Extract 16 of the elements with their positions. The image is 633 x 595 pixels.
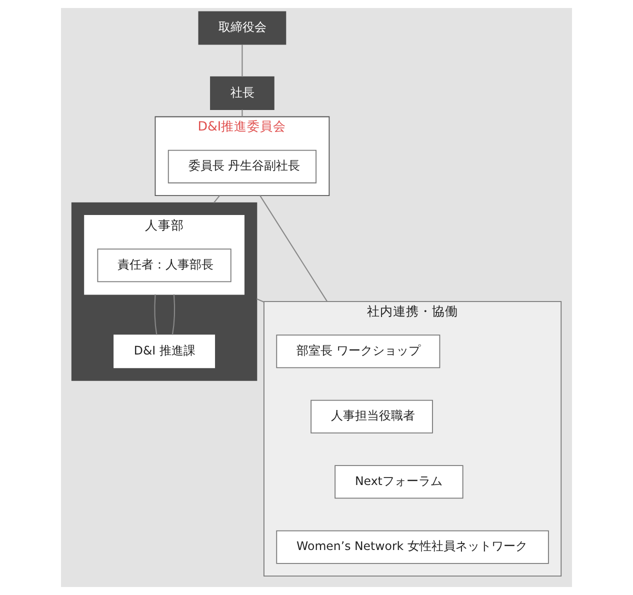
- node-box: Women’s Network 女性社員ネットワーク: [276, 530, 549, 564]
- connector: [213, 195, 220, 204]
- node-box: 社長: [210, 76, 274, 110]
- node-box: 部室長 ワークショップ: [276, 334, 440, 368]
- connector: [172, 294, 176, 335]
- connector: [242, 110, 243, 117]
- connector: [242, 44, 243, 77]
- connector: [256, 298, 264, 302]
- node-box: D&I 推進課: [114, 334, 216, 368]
- node-box: Nextフォーラム: [334, 465, 464, 499]
- cluster: [71, 202, 258, 381]
- node-box: 責任者：人事部長: [97, 248, 232, 282]
- node-box: 人事担当役職者: [310, 400, 433, 434]
- node-box: 委員長 丹生谷副社長: [168, 150, 316, 184]
- connector: [154, 294, 158, 335]
- node-box: 取締役会: [198, 11, 286, 45]
